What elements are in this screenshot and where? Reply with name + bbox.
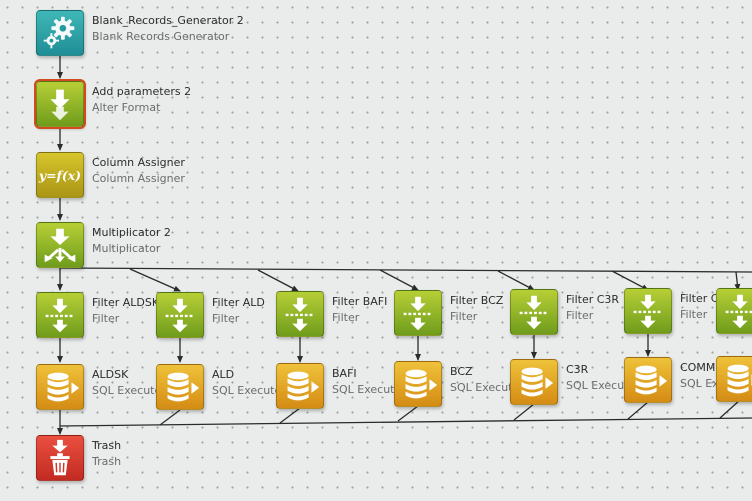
database-icon	[276, 363, 324, 409]
filter-icon	[624, 288, 672, 334]
node-subtitle: SQL Execute	[212, 384, 282, 397]
node-title: Blank_Records_Generator 2	[92, 14, 244, 27]
node-title: COMM	[680, 361, 716, 374]
filter-icon	[510, 289, 558, 335]
link-mult-filter-2	[257, 269, 299, 292]
down-arrow-icon	[34, 79, 86, 129]
node-subtitle: Filter	[92, 312, 120, 325]
node-subtitle: Filter	[212, 312, 240, 325]
database-icon	[156, 364, 204, 410]
node-subtitle: Trash	[92, 455, 122, 468]
node-subtitle: Alter Format	[92, 101, 161, 114]
filter-icon	[156, 292, 204, 338]
node-title: Add parameters 2	[92, 85, 192, 98]
filter-icon	[716, 288, 752, 334]
function-icon: y=f(x)	[36, 152, 84, 198]
link-sql-trash-4	[513, 403, 535, 421]
node-subtitle: SQL Execute	[450, 381, 520, 394]
split-arrows-icon	[36, 222, 84, 268]
link-sql-trash-1	[159, 409, 181, 426]
node-title: C3R	[566, 363, 589, 376]
link-mult-filter-6	[734, 271, 741, 291]
node-subtitle: Filter	[566, 309, 594, 322]
database-icon	[510, 359, 558, 405]
node-subtitle: SQL Execute	[566, 379, 636, 392]
filter-icon	[36, 292, 84, 338]
link-mult-filter-4	[497, 270, 535, 291]
node-title: Multiplicator 2	[92, 226, 171, 239]
node-title: ALDSK	[92, 368, 129, 381]
link-mult-filter-5	[611, 270, 649, 291]
link-mult-filter-1	[129, 268, 181, 292]
node-title: Column Assigner	[92, 156, 185, 169]
node-subtitle: SQL Execute	[92, 384, 162, 397]
node-title: ALD	[212, 368, 235, 381]
filter-icon	[394, 290, 442, 336]
node-title: Filter BAFI	[332, 295, 388, 308]
node-title: Filter ALD	[212, 296, 265, 309]
node-subtitle: Blank Records Generator	[92, 30, 230, 43]
database-icon	[36, 364, 84, 410]
link-mult-bus	[59, 267, 752, 273]
node-subtitle: Filter	[332, 311, 360, 324]
node-subtitle: Column Assigner	[92, 172, 185, 185]
database-icon	[624, 357, 672, 403]
node-title: Filter C3R	[566, 293, 620, 306]
link-sql-trash-3	[397, 405, 419, 422]
node-subtitle: SQL Execute	[332, 383, 402, 396]
gear-icon	[36, 10, 84, 56]
function-icon-label: y=f(x)	[38, 168, 81, 183]
node-subtitle: Filter	[680, 308, 708, 321]
node-title: Trash	[92, 439, 122, 452]
trash-icon	[36, 435, 84, 481]
link-trash-bus	[59, 417, 752, 427]
link-sql-trash-6	[719, 399, 741, 419]
node-title: BCZ	[450, 365, 473, 378]
link-sql-trash-2	[279, 407, 301, 424]
node-subtitle: Multiplicator	[92, 242, 161, 255]
filter-icon	[276, 291, 324, 337]
database-icon	[394, 361, 442, 407]
node-title: BAFI	[332, 367, 357, 380]
node-title: Filter CO	[680, 292, 728, 305]
node-title: Filter BCZ	[450, 294, 504, 307]
node-subtitle: Filter	[450, 310, 478, 323]
link-sql-trash-5	[627, 401, 649, 420]
link-mult-filter-3	[379, 269, 419, 291]
database-icon	[716, 356, 752, 402]
node-title: Filter ALDSK	[92, 296, 160, 309]
